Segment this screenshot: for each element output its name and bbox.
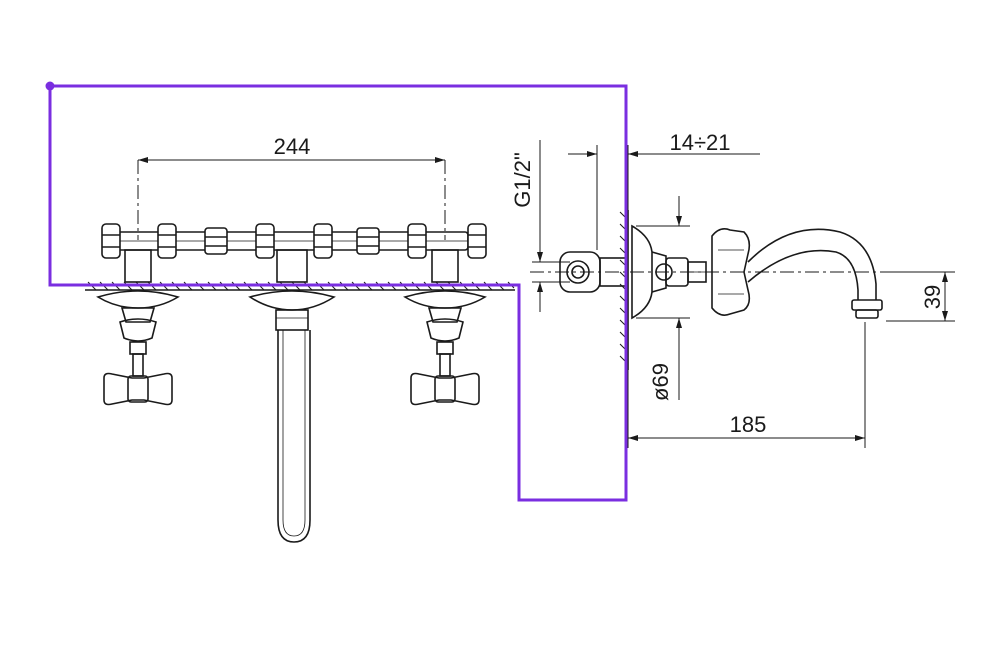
right-valve (410, 307, 480, 406)
left-cross-handle (103, 372, 173, 406)
pipe-hex-nuts (101, 223, 487, 259)
selection-polygon[interactable] (45, 81, 628, 502)
right-cross-handle (410, 372, 480, 406)
side-valve-body (665, 228, 751, 316)
dimension-label-thread-size: G1/2" (510, 152, 535, 208)
dimension-spout-height (886, 271, 955, 322)
side-view (530, 140, 955, 448)
dimension-label-wall-adjustment: 14÷21 (669, 130, 730, 155)
wall-flanges (96, 290, 487, 311)
side-cross-handle (711, 228, 751, 316)
dimension-wall-adjustment (568, 145, 760, 250)
dimension-label-spout-projection: 185 (730, 412, 767, 437)
valve-stubs (124, 249, 459, 283)
dimension-label-valve-spacing: 244 (274, 134, 311, 159)
left-valve (103, 307, 173, 406)
front-spout (275, 309, 311, 543)
side-spout (747, 228, 883, 319)
front-view (85, 157, 515, 543)
side-wall-hatching (619, 211, 629, 365)
dimension-label-spout-height: 39 (920, 285, 945, 309)
center-lines (137, 160, 446, 240)
dimension-thread-size (532, 140, 570, 312)
dimension-flange-diameter (636, 196, 690, 400)
selection-handle-dot[interactable] (45, 81, 55, 91)
selection-outline[interactable] (48, 84, 628, 502)
dimension-label-flange-diameter: ø69 (648, 363, 673, 401)
dimension-spout-projection (627, 322, 866, 448)
inlet-connector (559, 251, 627, 293)
